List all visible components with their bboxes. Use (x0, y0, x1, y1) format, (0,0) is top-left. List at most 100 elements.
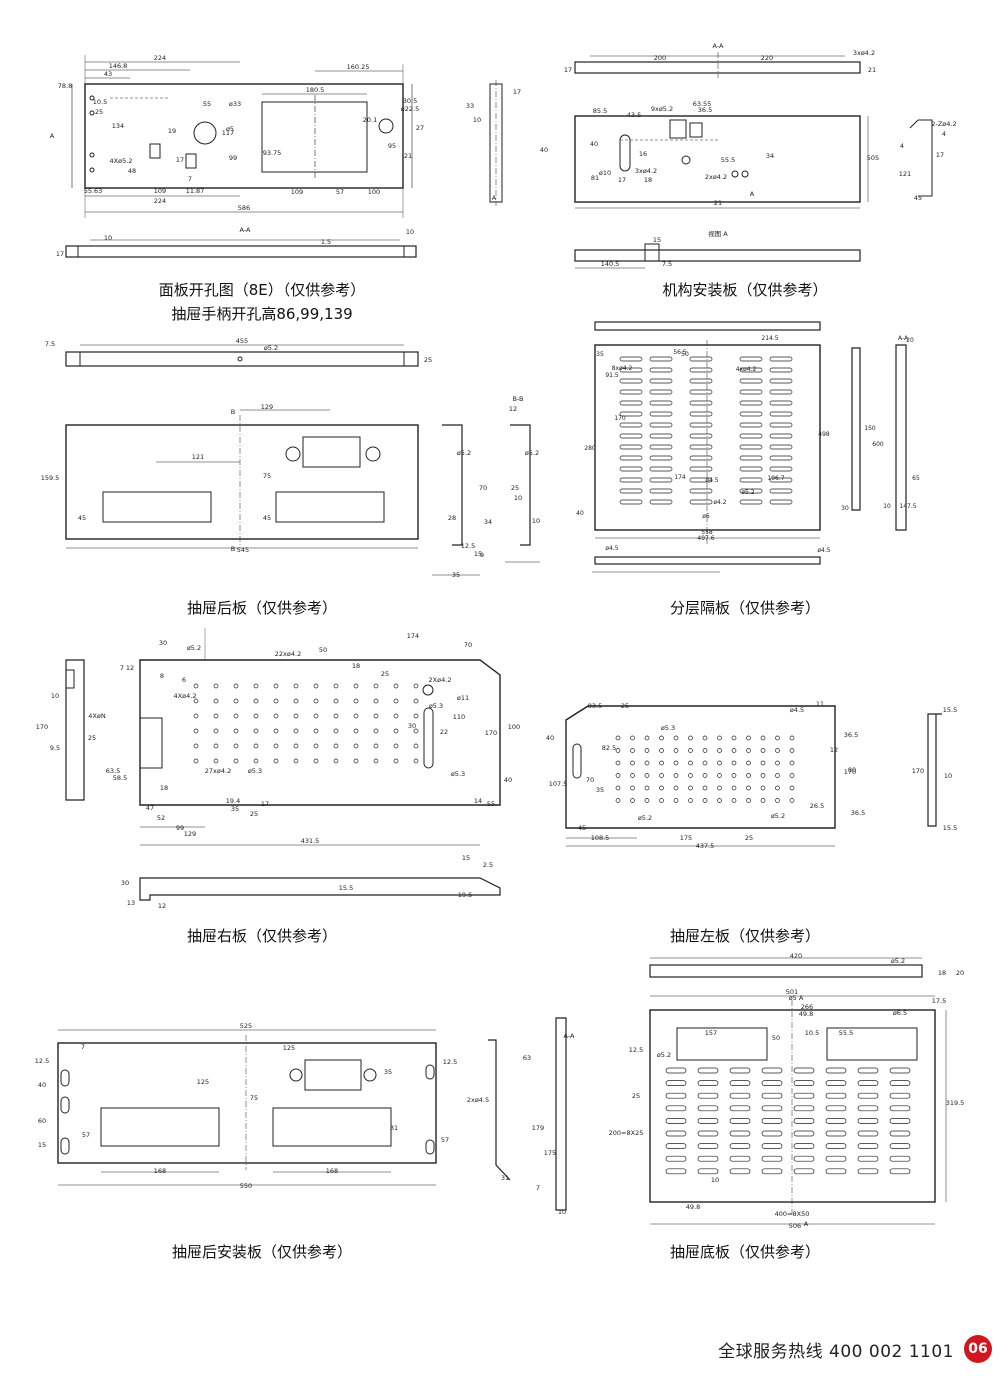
vent-slot (649, 444, 673, 450)
dimension-label: 52 (157, 814, 165, 822)
vent-slot (769, 477, 793, 483)
vent-slot (739, 455, 763, 461)
dimension-label: 20 (906, 337, 914, 344)
dimension-label: 109 (291, 188, 303, 196)
dimension-label: 70 (479, 484, 487, 492)
dimension-label: 21 (714, 199, 722, 207)
mounting-hole (702, 798, 708, 803)
mounting-hole (615, 760, 621, 766)
vent-slot (857, 1067, 879, 1074)
mounting-hole (213, 698, 219, 704)
dimension-label: ø5 A (789, 994, 804, 1002)
mounting-hole (313, 713, 319, 719)
dimension-label: 10 (711, 1176, 719, 1184)
dimension-label: 2-Zø4.2 (931, 120, 956, 128)
dimension-label: 506 (789, 1222, 801, 1230)
caption-drawer-left-panel: 抽屉左板（仅供参考） (669, 927, 821, 945)
dimension-label: 12 (158, 902, 166, 910)
vent-slot (793, 1130, 815, 1137)
service-hotline: 全球服务热线 400 002 1101 (718, 1341, 954, 1362)
dimension-label: 7.5 (45, 340, 55, 348)
vent-slot (769, 466, 793, 472)
vent-slot (649, 433, 673, 439)
vent-slot (649, 466, 673, 472)
dimension-label: 56.5 (673, 349, 687, 356)
mounting-hole (731, 760, 737, 766)
dimension-label: 34 (484, 518, 492, 526)
dimension-label: 400=8X50 (775, 1210, 810, 1218)
mounting-hole (673, 785, 679, 791)
mounting-hole (253, 758, 259, 764)
dimension-label: 49.8 (686, 1203, 700, 1211)
dimension-label: 15 (474, 550, 482, 558)
dimension-label: 25 (424, 356, 432, 364)
dimension-label: 25 (88, 734, 96, 742)
mounting-hole (313, 728, 319, 734)
mounting-hole (353, 728, 359, 734)
dimension-label: 36.5 (698, 106, 712, 114)
vent-slot (689, 499, 713, 505)
dimension-label: 49.8 (799, 1010, 813, 1018)
mounting-hole (702, 735, 708, 741)
vent-slot (689, 422, 713, 428)
dimension-label: 121 (192, 453, 204, 461)
dimension-label: 17 (176, 156, 184, 164)
vent-slot (761, 1118, 783, 1124)
dimension-label: 25 (95, 108, 103, 116)
mounting-hole (717, 798, 722, 803)
vent-slot (889, 1143, 911, 1149)
dimension-label: 40 (540, 146, 548, 154)
mounting-hole (333, 713, 339, 719)
dimension-label: 200=8X25 (609, 1129, 644, 1137)
vent-slot (689, 488, 713, 494)
mounting-hole (615, 798, 621, 803)
mounting-hole (630, 748, 635, 753)
dimension-label: 50 (681, 351, 689, 358)
vent-slot (825, 1080, 847, 1086)
vent-slot (739, 444, 763, 450)
vent-slot (649, 488, 673, 494)
vent-slot (769, 356, 793, 362)
dimension-label: 220 (761, 54, 773, 62)
vent-slot (793, 1105, 815, 1112)
dimension-label: A (492, 194, 497, 202)
mounting-hole (373, 713, 379, 719)
vent-slot (739, 378, 763, 384)
vent-slot (769, 411, 793, 417)
shelf-divider-outline (594, 344, 821, 531)
dimension-label: 19 (168, 127, 176, 135)
mounting-hole (353, 698, 359, 704)
mounting-hole (688, 748, 693, 753)
dimension-label: ø4.5 (705, 477, 718, 484)
dimension-label: 25 (621, 702, 629, 710)
dimension-label: 134 (112, 122, 124, 130)
drawer-right-panel-outline (139, 659, 501, 806)
dimension-label: 11.87 (186, 187, 205, 195)
mounting-hole (273, 698, 279, 704)
mounting-hole (253, 698, 259, 704)
vent-slot (649, 378, 673, 384)
mounting-hole (789, 773, 795, 778)
dimension-label: 100 (368, 188, 380, 196)
dimension-label: ø5.2 (264, 344, 278, 352)
mounting-hole (775, 785, 780, 791)
drawer-bottom-plate-drawing (649, 957, 947, 1225)
mounting-hole (731, 748, 737, 753)
mechanism-plate-drawing (574, 52, 933, 269)
mounting-hole (789, 760, 795, 766)
dimension-label: 10 (532, 517, 540, 525)
mounting-hole (775, 798, 780, 803)
vent-slot (729, 1155, 751, 1162)
dimension-label: 57 (82, 1131, 90, 1139)
dimension-label: 15.5 (943, 824, 957, 832)
dimension-label: 12 (126, 664, 134, 672)
mounting-hole (731, 785, 737, 791)
dimension-label: 140.5 (601, 260, 620, 268)
vent-slot (825, 1118, 847, 1124)
vent-slot (665, 1092, 687, 1099)
vent-slot (729, 1130, 751, 1137)
drawer-back-panel-drawing (65, 344, 540, 576)
dimension-label: A-A (898, 335, 909, 342)
dimension-label: ø5.3 (248, 767, 262, 775)
